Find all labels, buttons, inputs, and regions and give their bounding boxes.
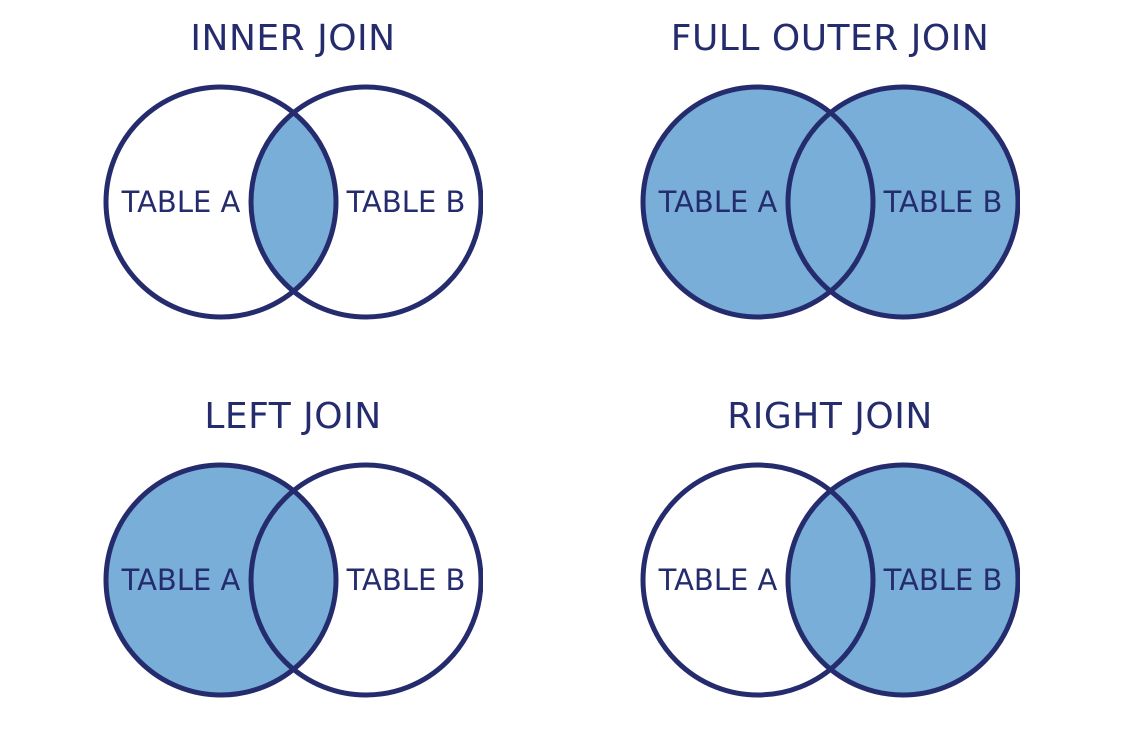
table-a-label: TABLE A [121,563,241,597]
venn-svg: TABLE A TABLE B [640,84,1020,320]
table-b-label: TABLE B [883,563,1003,597]
table-a-label: TABLE A [658,185,778,219]
table-a-label: TABLE A [121,185,241,219]
intersection-fill [251,87,336,317]
intersection-fill [788,87,873,317]
venn-svg: TABLE A TABLE B [640,462,1020,698]
table-b-label: TABLE B [883,185,1003,219]
circle-a-outline [640,462,876,698]
circle-b-outline [785,84,1020,320]
diagram-title: FULL OUTER JOIN [670,18,990,59]
venn-svg: TABLE A TABLE B [103,462,483,698]
venn-svg: TABLE A TABLE B [103,84,483,320]
circle-a-outline [103,84,339,320]
venn-diagram-inner-join: INNER JOIN TABLE A TABLE B [43,20,543,320]
venn-diagram-right-join: RIGHT JOIN TABLE A TABLE B [580,398,1080,698]
circle-a-outline [640,84,876,320]
diagram-title: LEFT JOIN [204,396,382,437]
diagram-title: RIGHT JOIN [727,396,933,437]
intersection-fill [251,465,336,695]
venn-diagram-full-outer-join: FULL OUTER JOIN TABLE A TABLE B [580,20,1080,320]
circle-b-outline [248,84,483,320]
circle-b-outline [248,462,483,698]
table-a-label: TABLE A [658,563,778,597]
circle-b-outline [785,462,1020,698]
table-b-label: TABLE B [346,563,466,597]
diagram-title: INNER JOIN [190,18,396,59]
circle-a-outline [103,462,339,698]
venn-diagram-left-join: LEFT JOIN TABLE A TABLE B [43,398,543,698]
table-b-label: TABLE B [346,185,466,219]
intersection-fill [788,465,873,695]
